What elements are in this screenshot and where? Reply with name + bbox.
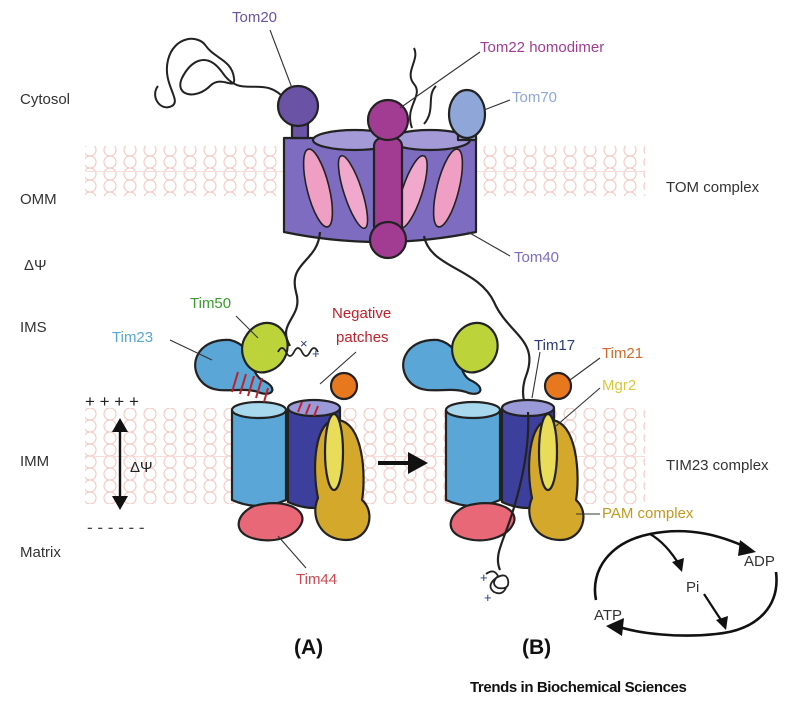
chain-a bbox=[284, 231, 322, 347]
svg-text:+: + bbox=[484, 590, 492, 605]
chain-b bbox=[422, 235, 531, 413]
negative-charges: - - - - - - bbox=[87, 518, 145, 537]
svg-text:×: × bbox=[300, 336, 308, 351]
tim44-domain bbox=[237, 502, 304, 542]
region-delta-psi: ΔΨ bbox=[24, 257, 47, 274]
svg-text:+: + bbox=[312, 346, 320, 361]
panel-a-label: (A) bbox=[294, 636, 323, 659]
label-tom40: Tom40 bbox=[514, 249, 559, 266]
label-mgr2: Mgr2 bbox=[602, 377, 636, 394]
label-tim44: Tim44 bbox=[296, 571, 337, 588]
journal-credit: Trends in Biochemical Sciences bbox=[470, 679, 686, 696]
label-tom22: Tom22 homodimer bbox=[480, 39, 604, 56]
label-pam-complex: PAM complex bbox=[602, 505, 694, 522]
adp-label: ADP bbox=[744, 553, 775, 570]
label-tim23: Tim23 bbox=[112, 329, 153, 346]
label-tim23-complex: TIM23 complex bbox=[666, 457, 769, 474]
tom20-receptor bbox=[276, 84, 320, 128]
tom70-receptor bbox=[447, 88, 487, 140]
tom22-post bbox=[372, 136, 404, 236]
atp-label: ATP bbox=[594, 607, 622, 624]
label-tim50: Tim50 bbox=[190, 295, 231, 312]
tim23-complex-a: × + bbox=[194, 321, 371, 542]
label-tim17: Tim17 bbox=[534, 337, 575, 354]
atp-cycle bbox=[593, 529, 778, 637]
region-matrix: Matrix bbox=[20, 544, 61, 561]
positive-charges: + + + + bbox=[85, 392, 139, 411]
label-patches: patches bbox=[336, 329, 389, 346]
transition-arrow bbox=[378, 452, 428, 474]
region-ims: IMS bbox=[20, 319, 47, 336]
tim23-complex-b: + + bbox=[402, 321, 585, 605]
svg-text:+: + bbox=[480, 570, 488, 585]
potential-arrow bbox=[112, 418, 128, 510]
pi-label: Pi bbox=[686, 579, 699, 596]
tom-complex-graphic bbox=[154, 37, 487, 260]
delta-psi-label: ΔΨ bbox=[130, 459, 153, 476]
label-negative: Negative bbox=[332, 305, 391, 322]
mgr2-helix bbox=[323, 412, 345, 492]
label-tom-complex: TOM complex bbox=[666, 179, 760, 196]
label-tom70: Tom70 bbox=[512, 89, 557, 106]
region-omm: OMM bbox=[20, 191, 57, 208]
region-cytosol: Cytosol bbox=[20, 91, 70, 108]
tim21-domain bbox=[329, 371, 359, 401]
panel-b-label: (B) bbox=[522, 636, 551, 659]
label-tim21: Tim21 bbox=[602, 345, 643, 362]
label-tom20: Tom20 bbox=[232, 9, 277, 26]
region-imm: IMM bbox=[20, 453, 49, 470]
cytosolic-chain bbox=[154, 37, 287, 109]
tim50-domain bbox=[241, 321, 289, 374]
